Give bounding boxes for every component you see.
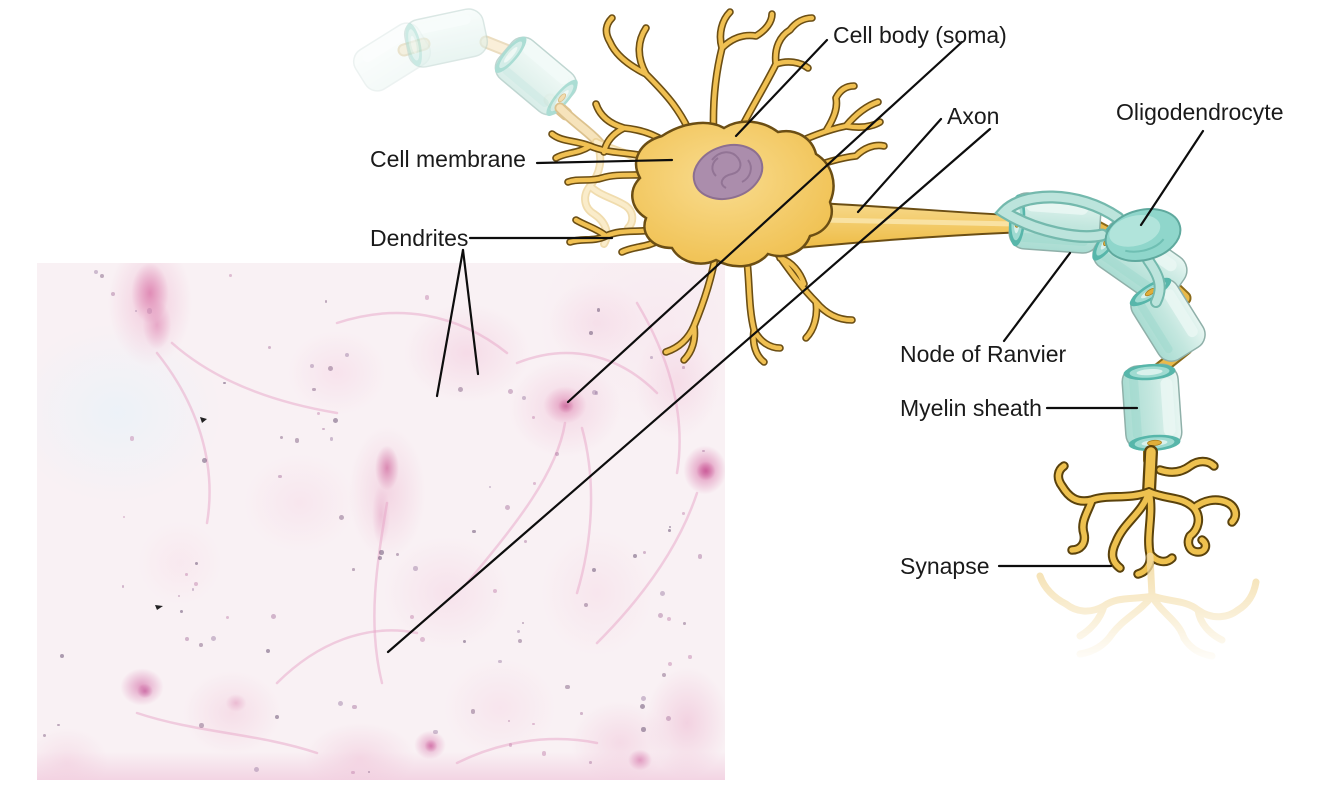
label-cell-membrane: Cell membrane <box>370 146 526 172</box>
ghost-myelin-segment <box>494 36 578 117</box>
ghost-myelin-segment <box>403 8 489 68</box>
myelin-segment <box>1121 363 1183 452</box>
micrograph-mark <box>155 605 163 610</box>
label-axon: Axon <box>947 103 1000 129</box>
label-dendrites: Dendrites <box>370 225 469 251</box>
micrograph-fibers <box>135 301 699 765</box>
receiving-neuron-ghost <box>1036 552 1260 660</box>
label-cell-body: Cell body (soma) <box>833 22 1007 48</box>
nucleus-texture <box>711 151 752 189</box>
micrograph-image <box>37 263 725 780</box>
label-node-of-ranvier: Node of Ranvier <box>900 341 1067 367</box>
neuron-cell <box>552 12 1026 362</box>
nucleus-shape <box>692 144 764 200</box>
leader-lines <box>386 38 1205 654</box>
oligodendrocyte-shape <box>993 190 1182 308</box>
label-oligodendrocyte: Oligodendrocyte <box>1116 99 1284 125</box>
label-synapse: Synapse <box>900 553 990 579</box>
label-myelin-sheath: Myelin sheath <box>900 395 1042 421</box>
micrograph-mark <box>200 417 207 423</box>
micrograph-speckles <box>37 263 725 780</box>
axon-terminal-shape <box>1058 445 1235 574</box>
